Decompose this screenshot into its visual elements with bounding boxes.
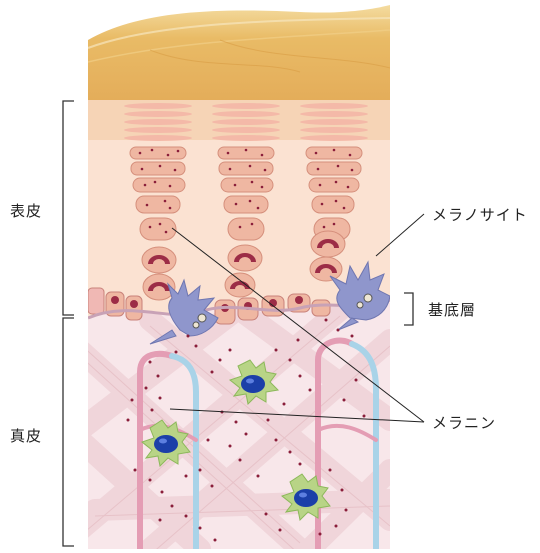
label-melanin: メラニン	[432, 412, 496, 433]
bracket-epidermis	[63, 101, 74, 315]
flattened-cells	[124, 103, 368, 141]
label-melanocyte: メラノサイト	[432, 204, 528, 225]
bracket-dermis	[63, 318, 74, 546]
label-epidermis: 表皮	[10, 200, 42, 221]
keratinocyte-columns	[130, 147, 362, 300]
label-basal-layer: 基底層	[428, 299, 476, 320]
label-dermis: 真皮	[10, 425, 42, 446]
bracket-basal-layer	[404, 293, 413, 325]
